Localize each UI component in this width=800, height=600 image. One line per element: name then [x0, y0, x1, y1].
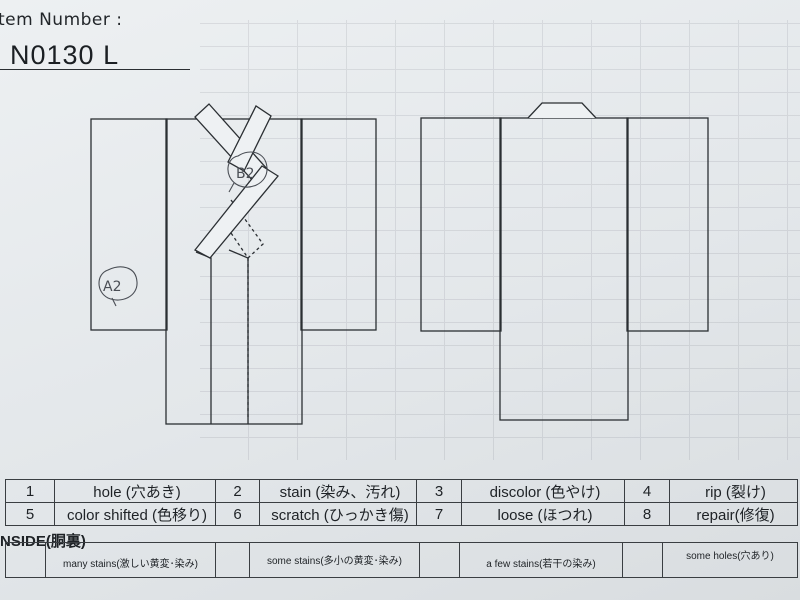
item-number-underline	[0, 69, 190, 70]
inside-note-text: a few stains(若干の染み)	[486, 558, 596, 570]
inside-note: many stains(激しい黄変･染み)	[45, 542, 216, 578]
defect-label: rip (裂け)	[669, 479, 798, 503]
defect-codes-table: 1 hole (穴あき) 2 stain (染み、汚れ) 3 discolor …	[5, 479, 798, 526]
back-right-sleeve	[626, 117, 709, 332]
inside-checkbox-cell[interactable]	[622, 542, 663, 578]
defect-num: 1	[5, 479, 55, 503]
marker-a2-tail	[111, 297, 117, 307]
defect-label: discolor (色やけ)	[461, 479, 625, 503]
inside-note: a few stains(若干の染み)	[459, 542, 623, 578]
front-collar-inner-dashed	[228, 199, 264, 259]
inside-note: some holes(穴あり)	[662, 542, 798, 578]
defect-marker-a2: A2	[98, 266, 138, 307]
defect-label: stain (染み、汚れ)	[259, 479, 417, 503]
inside-lining-row: many stains(激しい黄変･染み) some stains(多小の黄変･…	[5, 542, 798, 578]
marker-a2-label: A2	[103, 279, 121, 295]
front-panel-lines	[195, 249, 249, 424]
kimono-front-outline	[90, 103, 377, 425]
defect-num: 8	[624, 502, 670, 526]
item-number-value: N0130 L	[10, 40, 120, 70]
defect-num: 2	[215, 479, 260, 503]
kimono-back-outline	[420, 102, 709, 421]
marker-b2-circle	[227, 151, 268, 188]
front-collar-band-right	[194, 165, 279, 259]
inside-lining-table: many stains(激しい黄変･染み) some stains(多小の黄変･…	[5, 542, 798, 578]
front-right-sleeve	[300, 118, 377, 331]
defect-num: 4	[624, 479, 670, 503]
inside-checkbox-cell[interactable]	[5, 542, 46, 578]
defect-label: scratch (ひっかき傷)	[259, 502, 417, 526]
inside-note-text: some holes(穴あり)	[686, 550, 774, 562]
back-left-sleeve	[420, 117, 502, 332]
inside-note: some stains(多小の黄変･染み)	[249, 542, 420, 578]
front-left-sleeve	[90, 118, 168, 331]
defect-label: repair(修復)	[669, 502, 798, 526]
defect-label: hole (穴あき)	[54, 479, 216, 503]
defect-num: 7	[416, 502, 462, 526]
marker-b2-tail	[228, 182, 235, 193]
front-body	[165, 118, 303, 425]
inside-note-text: many stains(激しい黄変･染み)	[62, 558, 198, 570]
defect-label: loose (ほつれ)	[461, 502, 625, 526]
defect-label: color shifted (色移り)	[54, 502, 216, 526]
defect-row: 1 hole (穴あき) 2 stain (染み、汚れ) 3 discolor …	[5, 479, 798, 503]
defect-num: 6	[215, 502, 260, 526]
marker-a2-circle	[98, 266, 138, 301]
defect-num: 3	[416, 479, 462, 503]
back-collar	[527, 102, 597, 119]
inside-checkbox-cell[interactable]	[215, 542, 250, 578]
defect-row: 5 color shifted (色移り) 6 scratch (ひっかき傷) …	[5, 502, 798, 526]
inside-checkbox-cell[interactable]	[419, 542, 460, 578]
back-body	[499, 117, 629, 421]
defect-marker-b2: B2	[227, 151, 268, 193]
marker-b2-label: B2	[236, 166, 255, 182]
inside-note-text: some stains(多小の黄変･染み)	[266, 555, 402, 567]
defect-num: 5	[5, 502, 55, 526]
front-collar-band-back	[227, 105, 272, 172]
item-number-label: tem Number :	[0, 10, 123, 30]
